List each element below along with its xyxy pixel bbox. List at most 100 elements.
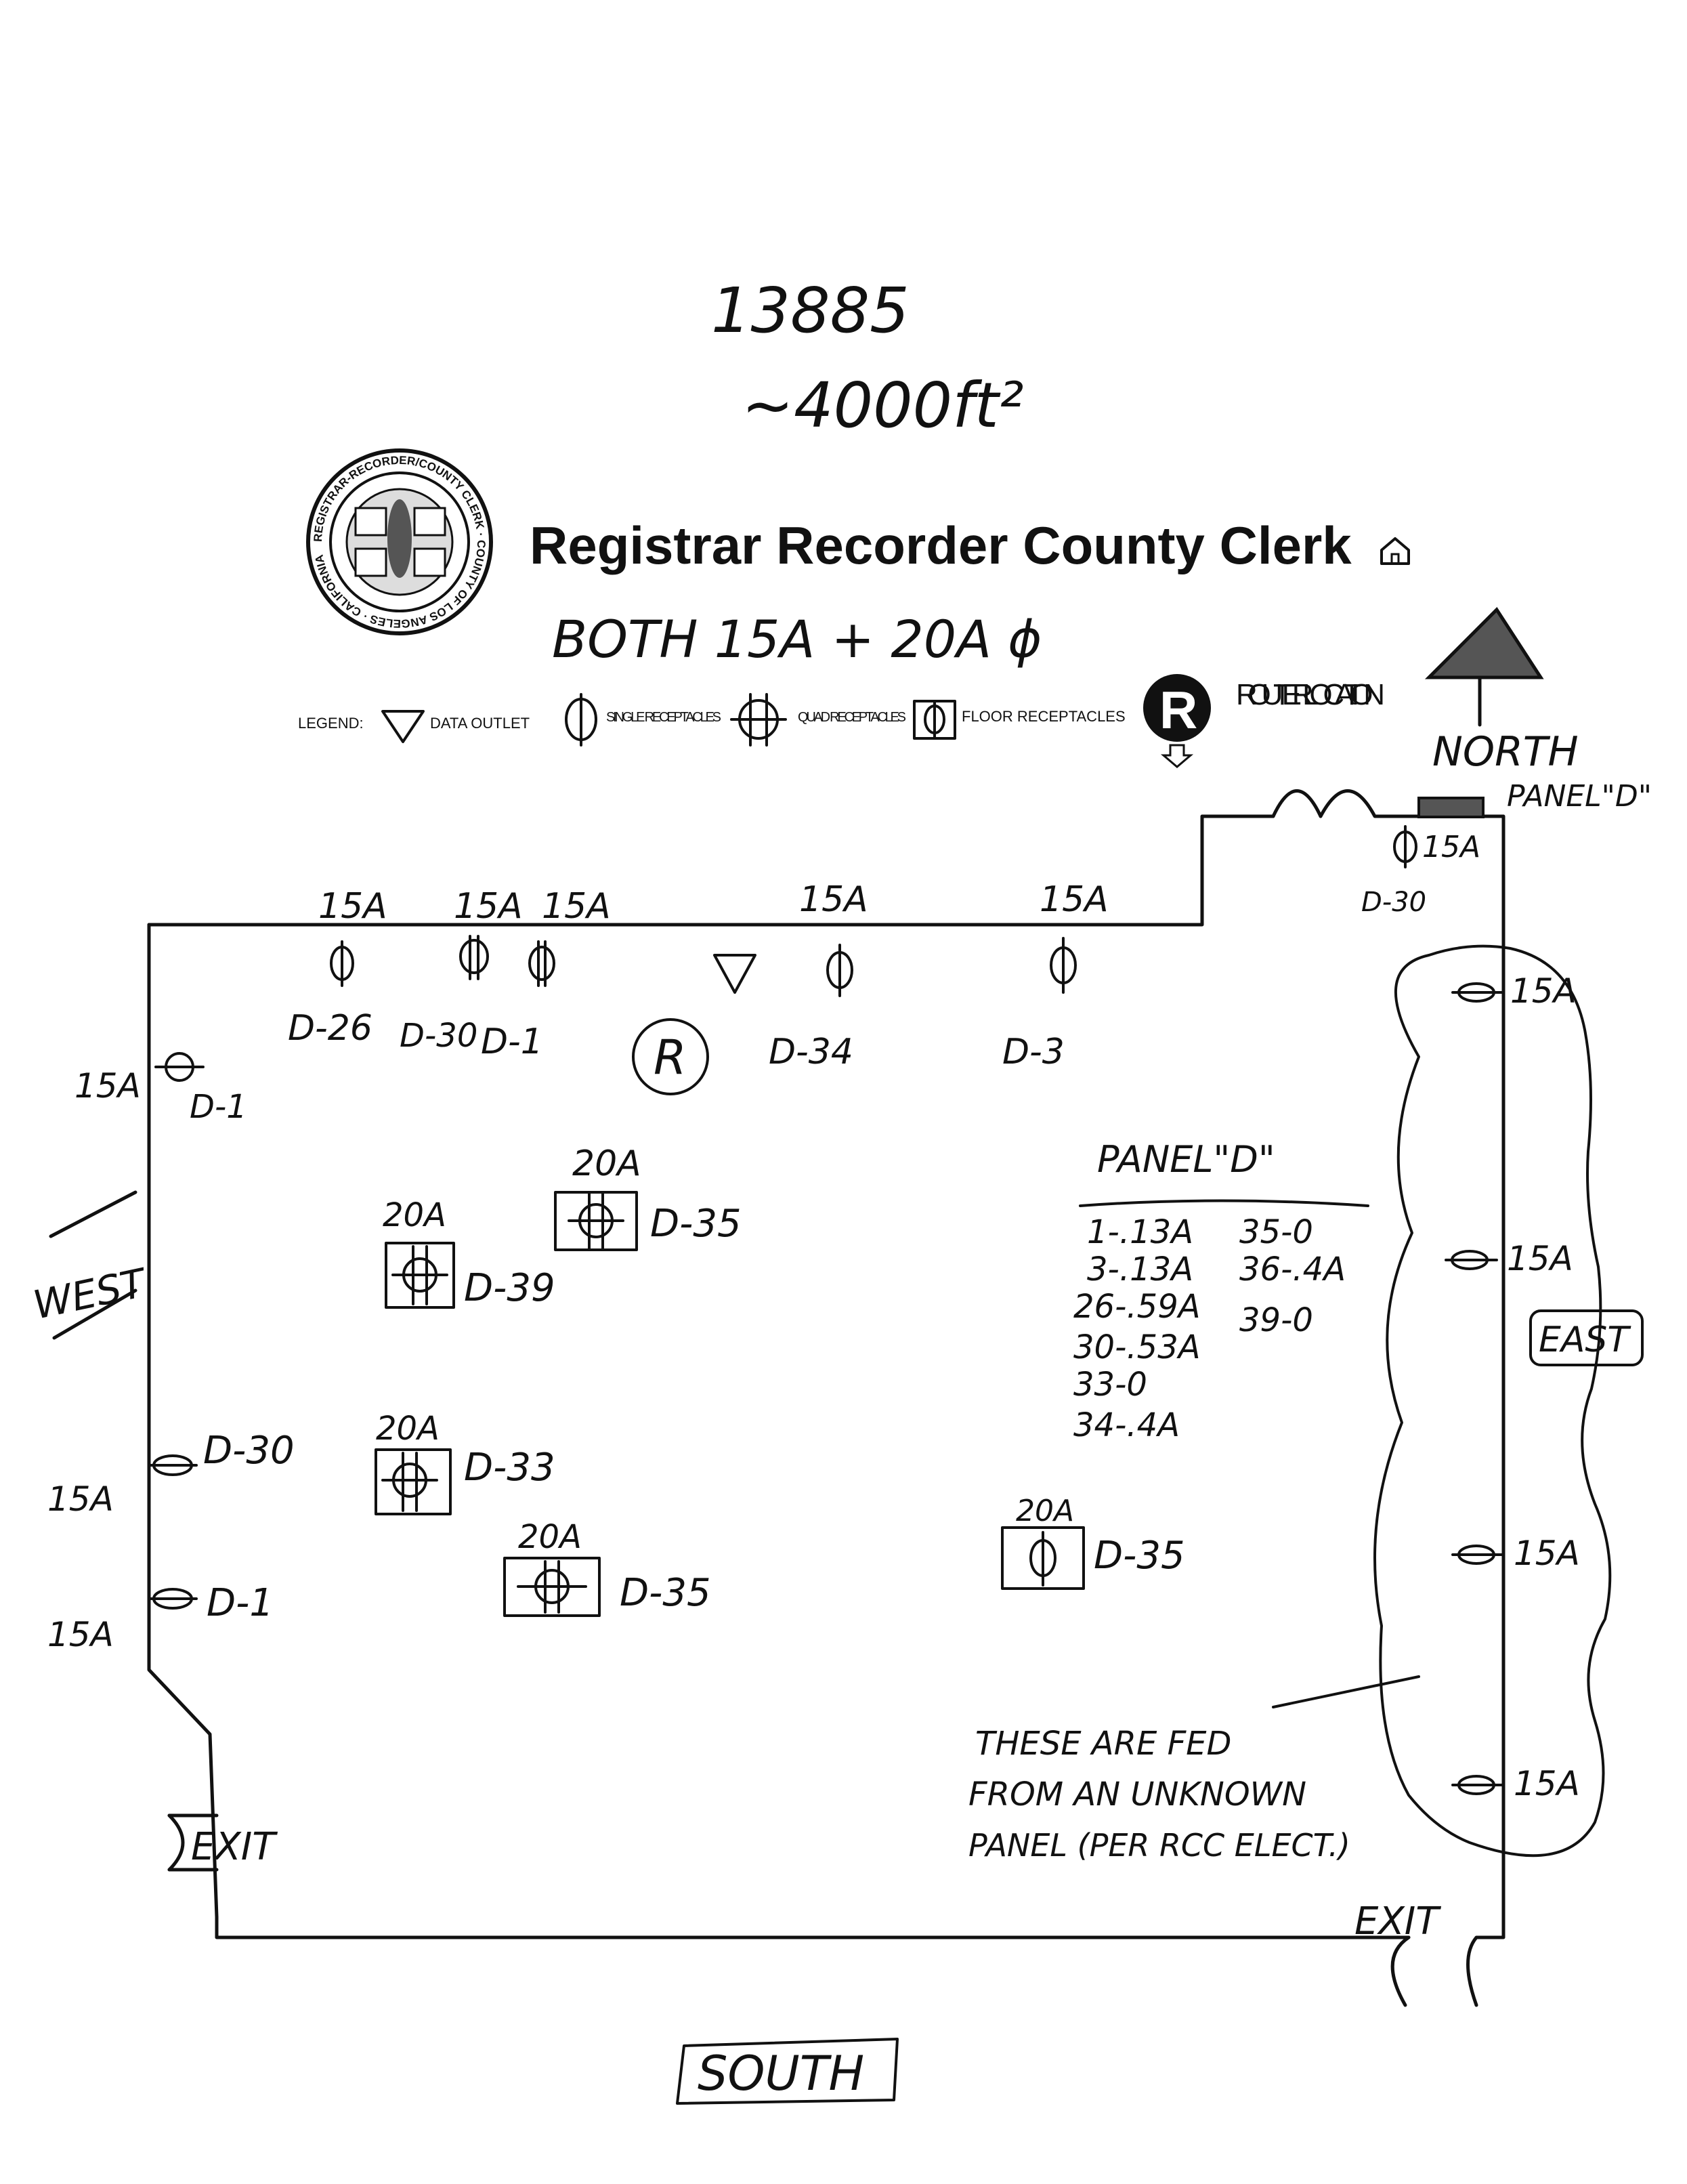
receptacle-northeast: 15A D-30 [1361, 825, 1480, 918]
panel-row: 36-.4A [1239, 1251, 1346, 1288]
panel-d-table: PANEL"D" 1-.13A 3-.13A 26-.59A 30-.53A 3… [1073, 1138, 1369, 1444]
single-receptacle-icon [565, 693, 597, 747]
svg-text:D-33: D-33 [464, 1446, 555, 1490]
top-wall-receptacles: 15A D-26 15A D-30 15A D-1 15A D-34 15A D… [288, 879, 1109, 1072]
panel-row: 39-0 [1239, 1301, 1313, 1339]
svg-text:D-3: D-3 [1002, 1032, 1065, 1072]
svg-text:SINGLE RECEPTACLES: SINGLE RECEPTACLES [606, 710, 721, 725]
svg-text:15A: 15A [1510, 971, 1577, 1011]
panel-row: 26-.59A [1073, 1288, 1201, 1326]
area-note: ~4000ft² [742, 369, 1024, 442]
svg-text:FROM AN UNKNOWN: FROM AN UNKNOWN [968, 1776, 1306, 1813]
svg-text:20A: 20A [572, 1143, 641, 1184]
compass-north: NORTH [1432, 728, 1579, 776]
east-wall-group: 15A 15A 15A 15A [1373, 944, 1612, 1857]
svg-text:R: R [1159, 680, 1197, 740]
svg-text:ROUTER LOCATION: ROUTER LOCATION [1236, 678, 1385, 711]
svg-text:15A: 15A [47, 1615, 114, 1654]
svg-text:15A: 15A [1507, 1239, 1573, 1278]
panel-row: 30-.53A [1073, 1328, 1201, 1366]
svg-text:15A: 15A [1040, 879, 1109, 920]
router-location: R [632, 1018, 709, 1095]
east-feed-note: THESE ARE FED FROM AN UNKNOWN PANEL (PER… [968, 1675, 1420, 1864]
floor-receptacle-1: 20A D-35 [554, 1143, 742, 1251]
panel-row: 1-.13A [1087, 1213, 1193, 1251]
panel-row: 3-.13A [1087, 1251, 1193, 1288]
floor-receptacle-3: 20A D-33 [375, 1410, 555, 1515]
svg-text:D-30: D-30 [400, 1017, 477, 1055]
triangle-data-outlet-icon [381, 710, 425, 743]
floor-receptacle-2: 20A D-39 [383, 1196, 555, 1310]
west-wall-receptacles: 15A D-1 15A D-30 15A D-1 [47, 1052, 295, 1654]
svg-text:PANEL (PER RCC ELECT.): PANEL (PER RCC ELECT.) [968, 1827, 1350, 1864]
data-outlet-top [713, 954, 756, 994]
north-arrow-icon [1424, 607, 1544, 727]
svg-text:D-39: D-39 [464, 1266, 555, 1310]
receptacle-west-1: 15A D-1 [74, 1052, 247, 1126]
svg-text:15A: 15A [1514, 1534, 1580, 1573]
county-seal: REGISTRAR-RECORDER/COUNTY CLERK · COUNTY… [306, 448, 493, 635]
receptacle-east-3: 15A [1451, 1534, 1580, 1573]
receptacle-top-4: 15A D-34 [769, 879, 868, 1072]
room-walls [147, 789, 1506, 2007]
svg-text:D-35: D-35 [620, 1571, 711, 1615]
svg-text:D-30: D-30 [203, 1429, 295, 1473]
svg-text:20A: 20A [1016, 1494, 1074, 1528]
svg-text:15A: 15A [1514, 1764, 1580, 1803]
svg-text:THESE ARE FED: THESE ARE FED [975, 1725, 1231, 1763]
svg-text:PANEL"D": PANEL"D" [1097, 1138, 1275, 1181]
compass-south: SOUTH [698, 2046, 864, 2101]
legend: LEGEND: DATA OUTLET SINGLE RECEPTACLES Q… [298, 674, 1385, 768]
compass-south-group: SOUTH [676, 2038, 899, 2105]
home-icon [1380, 537, 1410, 565]
receptacle-west-3: 15A D-1 [47, 1581, 274, 1654]
floor-receptacles: 20A D-35 20A D-39 20A D-33 20A D-35 20A [375, 1143, 1185, 1617]
receptacle-top-5: 15A D-3 [1002, 879, 1109, 1072]
receptacle-top-2: 15A D-30 [400, 886, 523, 1055]
note-both-amps: BOTH 15A + 20A ɸ [552, 609, 1042, 669]
svg-text:15A: 15A [799, 879, 868, 920]
floor-receptacle-4: 20A D-35 [503, 1518, 711, 1617]
svg-text:20A: 20A [383, 1196, 446, 1234]
receptacle-east-4: 15A [1451, 1764, 1580, 1803]
compass-west-group: WEST [29, 1190, 152, 1340]
svg-text:D-34: D-34 [769, 1032, 853, 1072]
svg-text:D-1: D-1 [481, 1022, 543, 1062]
panel-row: 33-0 [1073, 1366, 1147, 1404]
exit-southeast: EXIT [1354, 1899, 1441, 1944]
panel-row: 34-.4A [1073, 1406, 1180, 1444]
svg-text:D-35: D-35 [650, 1202, 742, 1246]
svg-text:QUAD RECEPTACLES: QUAD RECEPTACLES [798, 710, 906, 725]
svg-text:FLOOR RECEPTACLES: FLOOR RECEPTACLES [962, 708, 1126, 725]
svg-text:20A: 20A [376, 1410, 440, 1448]
svg-text:15A: 15A [454, 886, 523, 927]
svg-text:DATA OUTLET: DATA OUTLET [430, 715, 530, 732]
receptacle-top-1: 15A D-26 [288, 886, 387, 1049]
svg-text:15A: 15A [47, 1479, 114, 1519]
panel-row: 35-0 [1239, 1213, 1313, 1251]
page-title: Registrar Recorder County Clerk [530, 516, 1352, 575]
exit-west: EXIT [191, 1825, 278, 1869]
compass-east: EAST [1539, 1320, 1631, 1360]
receptacle-east-2: 15A [1445, 1239, 1573, 1278]
svg-text:D-1: D-1 [207, 1581, 274, 1625]
svg-text:D-30: D-30 [1361, 887, 1426, 918]
job-number: 13885 [711, 274, 910, 347]
floor-receptacle-5: 20A D-35 [1001, 1494, 1185, 1590]
router-icon: R [1143, 674, 1211, 768]
svg-text:20A: 20A [518, 1518, 582, 1556]
svg-text:15A: 15A [1422, 830, 1480, 864]
compass-east-group: EAST [1529, 1309, 1644, 1366]
svg-text:15A: 15A [74, 1066, 141, 1106]
svg-text:15A: 15A [318, 886, 387, 927]
svg-text:D-35: D-35 [1094, 1534, 1185, 1578]
panel-d-label-top: PANEL"D" [1507, 779, 1652, 814]
quad-receptacle-icon [730, 693, 787, 747]
receptacle-top-3: 15A D-1 [481, 886, 611, 1062]
svg-text:LEGEND:: LEGEND: [298, 715, 364, 732]
svg-text:D-1: D-1 [190, 1088, 247, 1126]
receptacle-west-2: 15A D-30 [47, 1429, 295, 1519]
svg-text:D-26: D-26 [288, 1008, 372, 1049]
svg-text:15A: 15A [542, 886, 611, 927]
